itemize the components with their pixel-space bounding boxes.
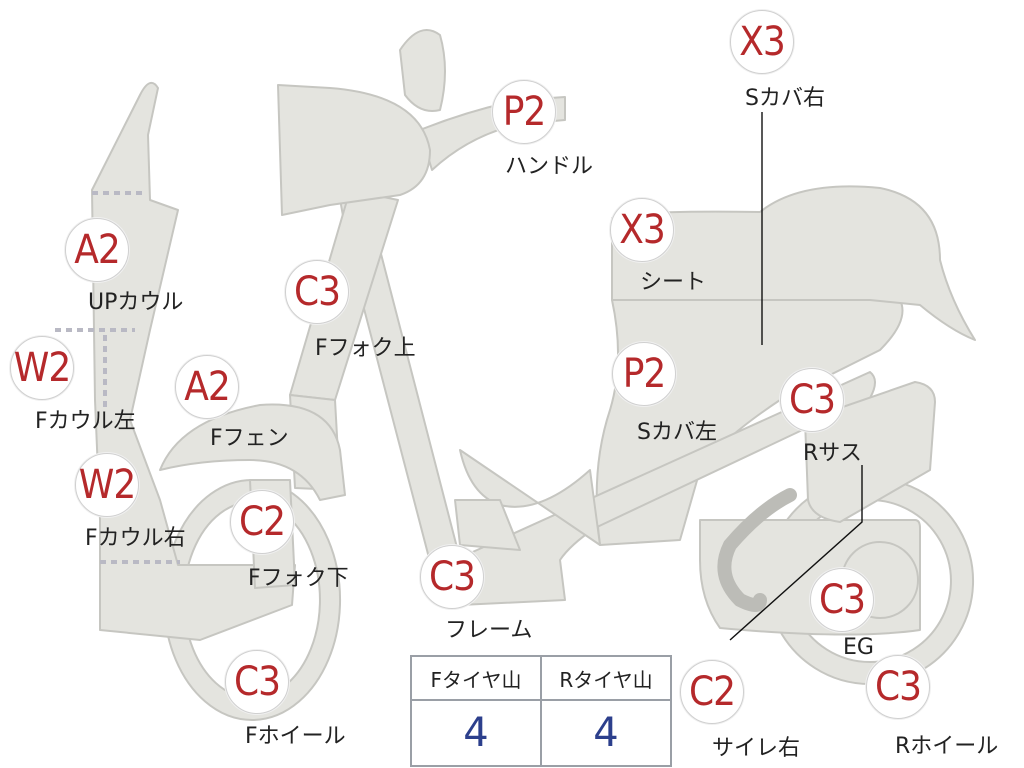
label-r-suspension: Rサス xyxy=(803,441,862,466)
grade-badge-f-fork-upper: C3 xyxy=(285,260,349,324)
label-seat: シート xyxy=(640,270,707,295)
label-engine: EG xyxy=(843,635,874,660)
grade-badge-up-cowl: A2 xyxy=(65,218,129,282)
label-f-cowl-right: Fカウル右 xyxy=(85,526,186,551)
mirror-shape xyxy=(399,29,446,112)
grade-badge-f-cowl-left: W2 xyxy=(10,336,74,400)
front-fender-shape xyxy=(159,403,346,501)
grade-badge-seat: X3 xyxy=(610,198,674,262)
value-rear-tire-tread: 4 xyxy=(540,699,672,767)
label-f-fork-upper: Fフォク上 xyxy=(315,336,416,361)
grade-badge-frame: C3 xyxy=(420,545,484,609)
grade-badge-s-cover-left: P2 xyxy=(612,342,676,406)
grade-badge-f-fender: A2 xyxy=(175,355,239,419)
grade-badge-r-wheel: C3 xyxy=(866,655,930,719)
label-f-fork-lower: Fフォク下 xyxy=(248,566,349,591)
label-s-cover-right: Sカバ右 xyxy=(745,86,825,111)
grade-badge-handle: P2 xyxy=(492,80,556,144)
label-muffler-right: サイレ右 xyxy=(712,736,801,761)
grade-badge-r-suspension: C3 xyxy=(780,368,844,432)
label-frame: フレーム xyxy=(445,618,533,643)
label-s-cover-left: Sカバ左 xyxy=(637,420,717,445)
grade-badge-f-fork-lower: C2 xyxy=(230,490,294,554)
label-f-wheel: Fホイール xyxy=(245,724,346,749)
headlight-shape xyxy=(277,84,431,216)
grade-badge-f-wheel: C3 xyxy=(225,650,289,714)
seat-shape xyxy=(611,185,976,341)
value-front-tire-tread: 4 xyxy=(410,699,542,767)
header-rear-tire-tread: Rタイヤ山 xyxy=(540,655,672,701)
label-r-wheel: Rホイール xyxy=(895,734,999,759)
label-handle: ハンドル xyxy=(505,154,594,179)
tire-tread-table: Fタイヤ山 Rタイヤ山 4 4 xyxy=(410,655,672,767)
grade-badge-muffler-right: C2 xyxy=(680,660,744,724)
grade-badge-engine: C3 xyxy=(810,568,874,632)
label-up-cowl: UPカウル xyxy=(88,290,184,315)
header-front-tire-tread: Fタイヤ山 xyxy=(410,655,542,701)
front-cowl-shape xyxy=(91,81,296,641)
label-f-cowl-left: Fカウル左 xyxy=(35,409,136,434)
label-f-fender: Fフェン xyxy=(210,426,289,451)
grade-badge-f-cowl-right: W2 xyxy=(75,453,139,517)
grade-badge-s-cover-right: X3 xyxy=(730,10,794,74)
